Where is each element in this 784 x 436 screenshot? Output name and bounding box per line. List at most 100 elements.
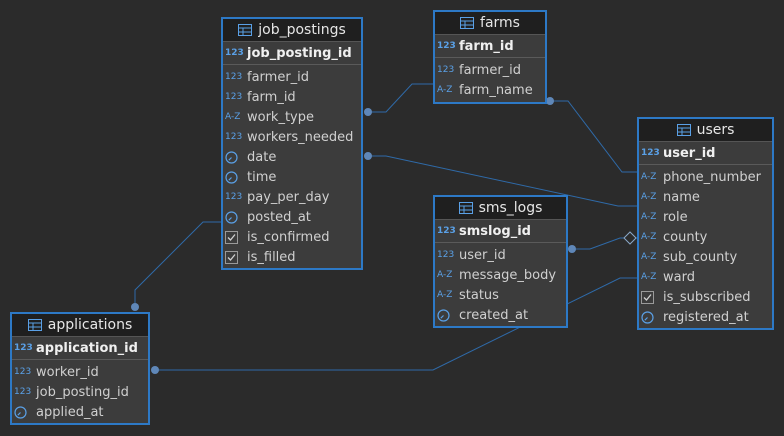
column-row[interactable]: 123 job_posting_id: [12, 382, 148, 402]
column-name: status: [459, 287, 499, 303]
table-name: job_postings: [258, 22, 346, 38]
numeric-type-icon: 123: [641, 148, 660, 158]
numeric-type-icon: 123: [437, 41, 456, 51]
table-name: applications: [47, 317, 133, 333]
column-row[interactable]: is_filled: [223, 247, 361, 267]
column-name: phone_number: [663, 169, 761, 185]
column-name: user_id: [663, 145, 716, 161]
column-name: farm_id: [459, 38, 514, 54]
checkbox-icon: [225, 230, 243, 244]
link-endpoint-dot: [364, 108, 372, 116]
column-name: registered_at: [663, 309, 749, 325]
text-type-icon: A-Z: [641, 232, 657, 242]
column-row[interactable]: date: [223, 147, 361, 167]
checkbox-icon: [641, 290, 659, 304]
column-row[interactable]: A-Z ward: [639, 267, 772, 287]
primary-key-row[interactable]: 123 application_id: [12, 337, 148, 360]
text-type-icon: A-Z: [225, 112, 241, 122]
column-name: worker_id: [36, 364, 99, 380]
column-name: time: [247, 169, 277, 185]
column-name: applied_at: [36, 404, 104, 420]
column-row[interactable]: A-Z county: [639, 227, 772, 247]
table-header[interactable]: users: [639, 119, 772, 142]
link-job_postings-farms: [368, 83, 434, 113]
column-name: application_id: [36, 340, 138, 356]
clock-icon: [14, 405, 32, 419]
column-name: ward: [663, 269, 695, 285]
column-row[interactable]: A-Z status: [435, 285, 566, 305]
clock-icon: [225, 150, 243, 164]
primary-key-row[interactable]: 123 job_posting_id: [223, 42, 361, 65]
table-icon: [676, 124, 691, 136]
clock-icon: [225, 210, 243, 224]
table-header[interactable]: farms: [435, 12, 545, 35]
link-farms-users: [550, 100, 638, 173]
numeric-type-icon: 123: [14, 387, 32, 397]
table-header[interactable]: job_postings: [223, 19, 361, 42]
column-name: farm_name: [459, 82, 533, 98]
column-name: is_confirmed: [247, 229, 330, 245]
column-row[interactable]: posted_at: [223, 207, 361, 227]
column-row[interactable]: is_confirmed: [223, 227, 361, 247]
numeric-type-icon: 123: [437, 250, 455, 260]
table-icon: [27, 319, 42, 331]
column-row[interactable]: applied_at: [12, 402, 148, 422]
clock-icon: [437, 308, 455, 322]
text-type-icon: A-Z: [437, 290, 453, 300]
column-row[interactable]: 123 pay_per_day: [223, 187, 361, 207]
text-type-icon: A-Z: [437, 270, 453, 280]
numeric-type-icon: 123: [437, 65, 455, 75]
text-type-icon: A-Z: [641, 212, 657, 222]
column-name: pay_per_day: [247, 189, 330, 205]
table-header[interactable]: applications: [12, 314, 148, 337]
link-endpoint-dot: [546, 97, 554, 105]
column-name: job_posting_id: [36, 384, 129, 400]
column-row[interactable]: is_subscribed: [639, 287, 772, 307]
column-row[interactable]: registered_at: [639, 307, 772, 327]
table-header[interactable]: sms_logs: [435, 197, 566, 220]
table-icon: [238, 24, 253, 36]
column-row[interactable]: created_at: [435, 305, 566, 325]
numeric-type-icon: 123: [225, 192, 243, 202]
text-type-icon: A-Z: [641, 192, 657, 202]
table-icon: [458, 202, 473, 214]
primary-key-row[interactable]: 123 user_id: [639, 142, 772, 165]
primary-key-row[interactable]: 123 smslog_id: [435, 220, 566, 243]
column-name: county: [663, 229, 708, 245]
link-job_postings-users: [368, 155, 638, 207]
table-icon: [460, 17, 475, 29]
text-type-icon: A-Z: [641, 252, 657, 262]
checkbox-icon: [225, 250, 243, 264]
link-applications-job_postings: [134, 221, 222, 307]
numeric-type-icon: 123: [225, 92, 243, 102]
text-type-icon: A-Z: [641, 272, 657, 282]
column-row[interactable]: time: [223, 167, 361, 187]
primary-key-row[interactable]: 123 farm_id: [435, 35, 545, 58]
column-name: created_at: [459, 307, 529, 323]
column-name: date: [247, 149, 277, 165]
numeric-type-icon: 123: [225, 132, 243, 142]
table-name: farms: [480, 15, 520, 31]
column-name: farmer_id: [247, 69, 310, 85]
